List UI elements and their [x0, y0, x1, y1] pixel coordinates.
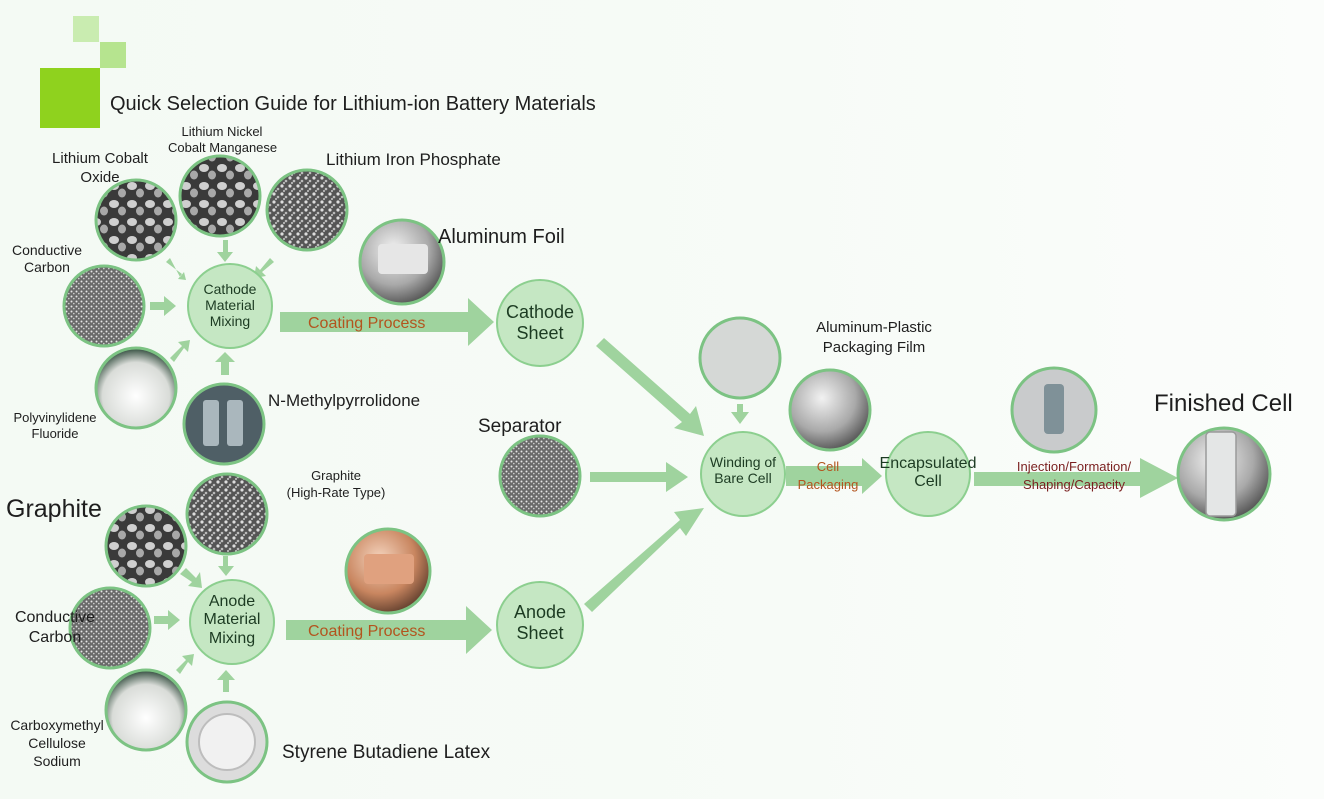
conductive-carbon-top-label: Conductive Carbon: [11, 242, 83, 275]
conductive-carbon-top-image: [62, 264, 146, 348]
arrow-carbon-to-anode: [154, 610, 180, 630]
encapsulated-text: Encapsulated Cell: [879, 455, 977, 491]
sbr-label: Styrene Butadiene Latex: [282, 742, 491, 763]
cathode-mixing-text: Cathode Material Mixing: [203, 281, 257, 330]
lco-label: Lithium Cobalt Oxide: [52, 150, 148, 186]
cmc-label: Carboxymethyl Cellulose Sodium: [10, 717, 104, 770]
graphite-label: Graphite: [6, 495, 102, 523]
arrow-anode-sheet-to-winding: [584, 508, 704, 612]
cmc-image: [104, 668, 188, 752]
ncm-image: [178, 154, 262, 238]
separator-label: Separator: [478, 416, 562, 437]
anode-sheet-node: [496, 581, 584, 669]
arrow-cmc-to-anode: [176, 654, 194, 674]
conductive-carbon-bottom-image: [68, 586, 152, 670]
electrolyte-bottle: [1044, 384, 1064, 434]
arrow-cell-packaging: [786, 458, 882, 494]
coating-bottom-label: Coating Process: [308, 623, 426, 640]
arrow-cathode-sheet-to-winding: [596, 338, 704, 436]
arrow-pvdf-to-cathode: [170, 340, 190, 362]
injection-label: Injection/Formation/ Shaping/Capacity: [1016, 459, 1132, 493]
graphite-image: [104, 504, 188, 588]
anode-sheet-text: Anode Sheet: [513, 602, 567, 643]
pvdf-image: [94, 346, 178, 430]
arrow-coating-top: [280, 298, 494, 346]
arrow-lco-to-cathode: [166, 258, 186, 280]
winding-text: Winding of Bare Cell: [709, 454, 777, 487]
alu-plastic-label: Aluminum-Plastic Packaging Film: [816, 319, 932, 356]
winding-node: [700, 431, 786, 517]
nmp-bottle-right: [227, 400, 243, 446]
separator-image: [498, 434, 582, 518]
logo-square-large: [40, 68, 100, 128]
copper-roll: [364, 554, 414, 584]
conductive-carbon-bottom-label: Conductive Carbon: [14, 609, 96, 646]
arrow-ncm-to-cathode: [217, 240, 233, 262]
arrow-coating-bottom: [286, 606, 492, 654]
cathode-sheet-text: Cathode Sheet: [505, 302, 575, 343]
lco-image: [94, 178, 178, 262]
encapsulated-node: [885, 431, 971, 517]
cell-packaging-label: Cell Packaging: [797, 459, 859, 492]
arrow-separator-to-winding: [590, 462, 688, 492]
coating-top-label: Coating Process: [308, 315, 426, 332]
arrow-lfp-to-cathode: [254, 258, 274, 278]
alu-plastic-film-image: [788, 368, 872, 452]
graphite-hr-image: [185, 472, 269, 556]
logo-square-small-2: [100, 42, 126, 68]
anode-mixing-text: Anode Material Mixing: [203, 593, 261, 647]
page-title: Quick Selection Guide for Lithium-ion Ba…: [110, 93, 596, 115]
nmp-bottle-left: [203, 400, 219, 446]
arrow-film-to-winding: [731, 404, 749, 424]
sbr-dish: [198, 713, 256, 771]
arrow-sbr-to-anode: [217, 670, 235, 692]
cathode-sheet-node: [496, 279, 584, 367]
arrow-injection: [974, 458, 1178, 498]
arrow-nmp-to-cathode: [215, 352, 235, 375]
nmp-image: [182, 382, 266, 466]
lfp-image: [265, 168, 349, 252]
anode-mixing-node: [189, 579, 275, 665]
cathode-mixing-node: [187, 263, 273, 349]
arrow-carbon-to-cathode: [150, 296, 176, 316]
finished-cell-body: [1205, 431, 1237, 517]
logo-square-small-1: [73, 16, 99, 42]
lfp-label: Lithium Iron Phosphate: [326, 150, 501, 169]
packaging-frame-image: [698, 316, 782, 400]
finished-cell-label: Finished Cell: [1154, 390, 1293, 417]
foil-roll: [378, 244, 428, 274]
graphite-hr-label: Graphite (High-Rate Type): [286, 468, 386, 500]
aluminum-foil-label: Aluminum Foil: [438, 226, 565, 248]
ncm-label: Lithium Nickel Cobalt Manganese: [168, 124, 278, 155]
pvdf-label: Polyvinylidene Fluoride: [13, 410, 97, 442]
nmp-label: N-Methylpyrrolidone: [268, 391, 421, 410]
arrow-graphite-to-anode: [180, 568, 202, 588]
arrow-graphite-hr-to-anode: [218, 556, 234, 576]
